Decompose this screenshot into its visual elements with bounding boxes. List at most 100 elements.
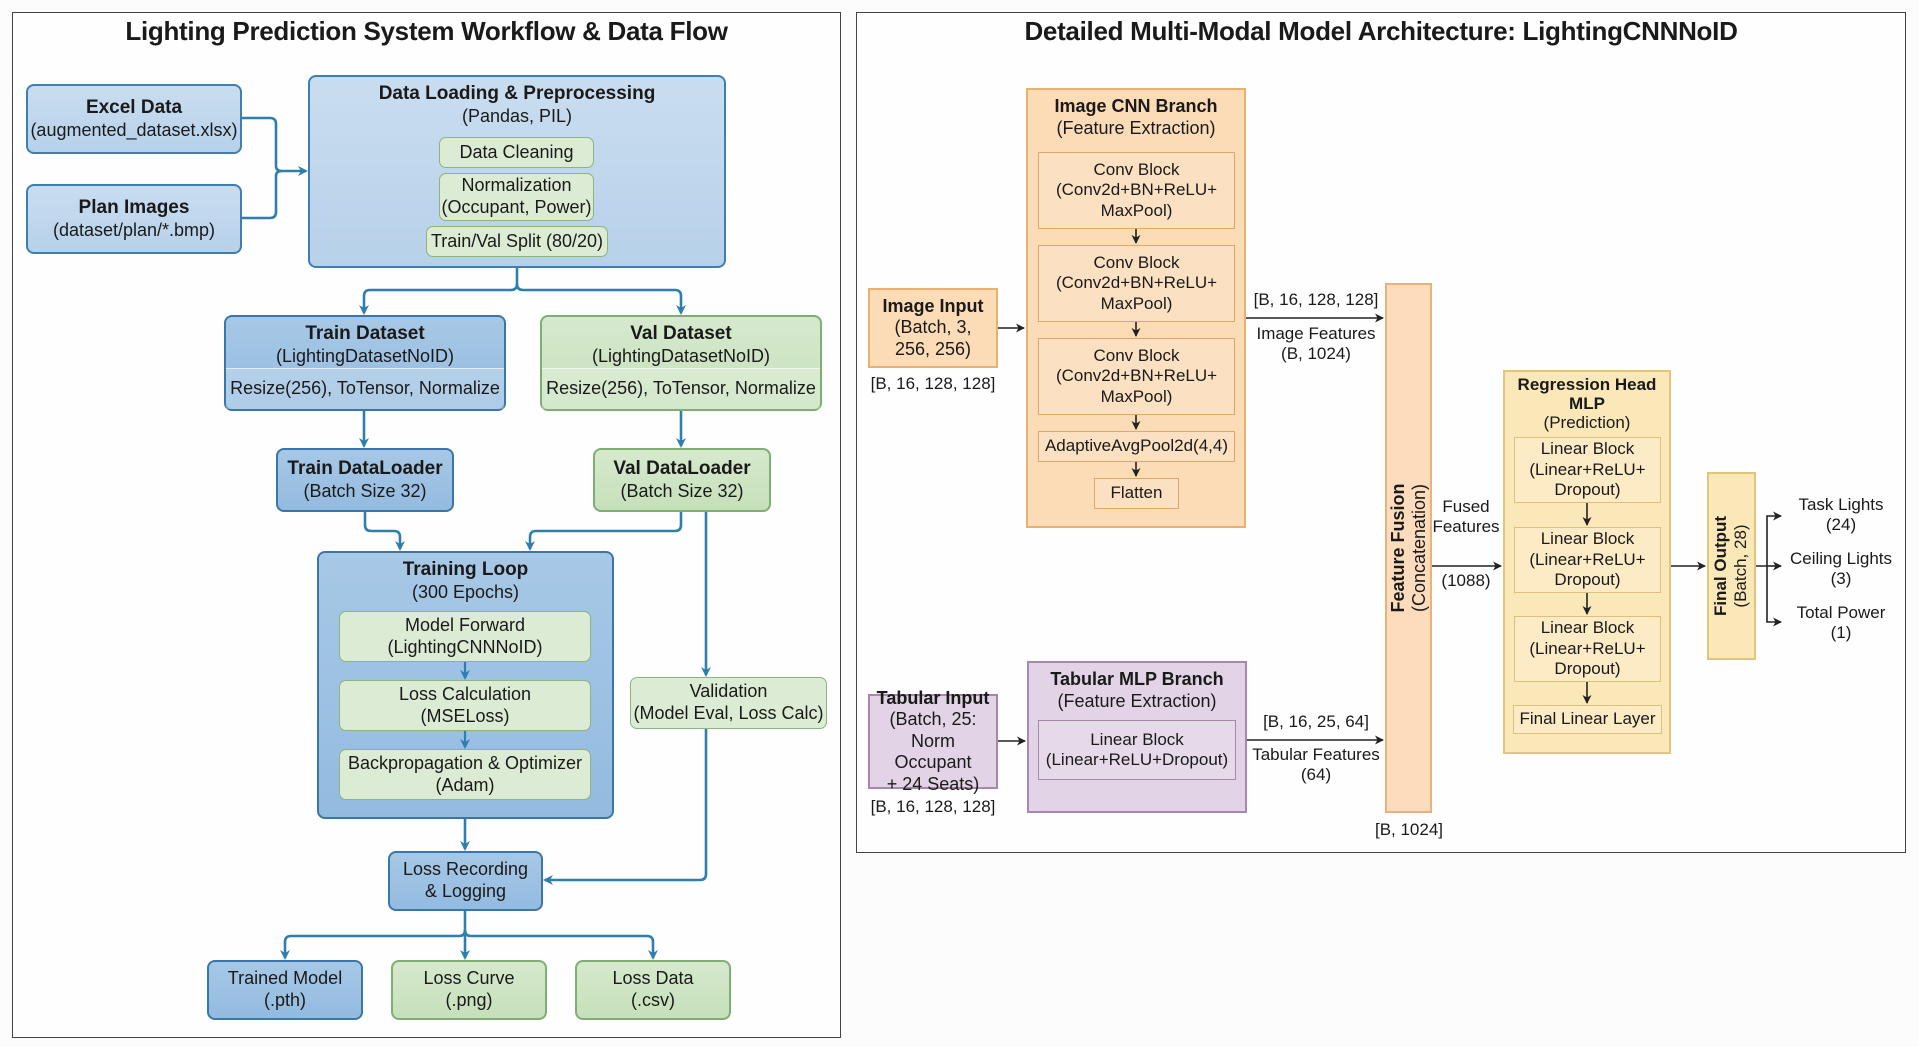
loss-data-ext: (.csv) xyxy=(631,990,675,1010)
tabular-mlp-title: Tabular MLP Branch xyxy=(1050,669,1224,689)
conv-block-3-l3: MaxPool) xyxy=(1100,386,1173,406)
regression-head-sub: (Prediction) xyxy=(1543,413,1631,433)
preprocessing-sub: (Pandas, PIL) xyxy=(461,105,573,126)
tabular-input-l2: Norm Occupant xyxy=(894,730,972,773)
validation-node[interactable]: Validation (Model Eval, Loss Calc) xyxy=(630,677,827,729)
flatten-node[interactable]: Flatten xyxy=(1094,478,1179,509)
task-lights-count: (24) xyxy=(1825,515,1857,535)
feature-fusion-label: Feature Fusion (Concatenation) xyxy=(1388,398,1429,698)
plan-images-title: Plan Images xyxy=(78,196,190,218)
step-backprop-optimizer[interactable]: Backpropagation & Optimizer (Adam) xyxy=(339,749,591,800)
tabular-features-l2: (64) xyxy=(1300,765,1332,785)
training-loop-sub: (300 Epochs) xyxy=(411,581,520,602)
conv-block-1-l2: (Conv2d+BN+ReLU+ xyxy=(1055,180,1218,200)
regression-head-title1: Regression Head xyxy=(1517,375,1657,394)
ceiling-lights-label: Ceiling Lights xyxy=(1789,549,1893,568)
fusion-shape: [B, 1024] xyxy=(1374,820,1444,839)
final-output-node[interactable] xyxy=(1707,472,1756,660)
val-dataset-sub: (LightingDatasetNoID) xyxy=(591,345,771,366)
validation-sub: (Model Eval, Loss Calc) xyxy=(633,703,824,723)
plan-images-node[interactable]: Plan Images (dataset/plan/*.bmp) xyxy=(26,184,242,254)
tabular-mlp-sub: (Feature Extraction) xyxy=(1057,690,1217,711)
tabular-linear-block-l1: Linear Block xyxy=(1090,729,1184,749)
adaptive-avgpool-node[interactable]: AdaptiveAvgPool2d(4,4) xyxy=(1038,431,1235,462)
cnn-branch-sub: (Feature Extraction) xyxy=(1056,117,1216,138)
step-loss-calculation[interactable]: Loss Calculation (MSELoss) xyxy=(339,680,591,731)
final-output-sub: (Batch, 28) xyxy=(1730,524,1750,608)
step-model-forward[interactable]: Model Forward (LightingCNNNoID) xyxy=(339,611,591,662)
val-dataset-transforms: Resize(256), ToTensor, Normalize xyxy=(542,368,820,409)
head-linear-block-1-l2: (Linear+ReLU+ xyxy=(1529,459,1646,479)
fused-features-label: Fused Features xyxy=(1430,497,1502,538)
conv-block-2[interactable]: Conv Block (Conv2d+BN+ReLU+ MaxPool) xyxy=(1038,245,1235,322)
image-features-label: Image Features (B, 1024) xyxy=(1246,324,1386,365)
backprop-sub: (Adam) xyxy=(435,774,495,795)
image-input-shape: [B, 16, 128, 128] xyxy=(870,374,996,393)
image-input-title: Image Input xyxy=(882,295,984,316)
regression-head-title2: MLP xyxy=(1569,393,1605,413)
head-linear-block-1[interactable]: Linear Block (Linear+ReLU+ Dropout) xyxy=(1514,437,1661,503)
image-input-node[interactable]: Image Input (Batch, 3, 256, 256) xyxy=(868,288,998,368)
trained-model-ext: (.pth) xyxy=(263,990,306,1010)
head-linear-block-2[interactable]: Linear Block (Linear+ReLU+ Dropout) xyxy=(1514,527,1661,593)
model-forward-sub: (LightingCNNNoID) xyxy=(387,636,543,657)
loss-data-label: Loss Data xyxy=(612,968,694,989)
step-data-cleaning[interactable]: Data Cleaning xyxy=(439,137,594,168)
output-ceiling-lights: Ceiling Lights (3) xyxy=(1776,549,1906,590)
conv-block-1[interactable]: Conv Block (Conv2d+BN+ReLU+ MaxPool) xyxy=(1038,152,1235,229)
conv-block-2-l2: (Conv2d+BN+ReLU+ xyxy=(1055,273,1218,293)
task-lights-label: Task Lights xyxy=(1798,495,1884,514)
final-output-title: Final Output xyxy=(1711,515,1730,617)
head-linear-block-1-l1: Linear Block xyxy=(1540,439,1635,459)
conv-block-1-l1: Conv Block xyxy=(1093,159,1180,179)
loss-calculation-sub: (MSELoss) xyxy=(420,705,510,726)
train-dataloader-node[interactable]: Train DataLoader (Batch Size 32) xyxy=(276,448,454,512)
total-power-label: Total Power xyxy=(1796,603,1886,622)
head-linear-block-2-l1: Linear Block xyxy=(1540,529,1635,549)
train-dataloader-sub: (Batch Size 32) xyxy=(303,480,427,501)
train-dataset-sub: (LightingDatasetNoID) xyxy=(275,345,455,366)
conv-block-3[interactable]: Conv Block (Conv2d+BN+ReLU+ MaxPool) xyxy=(1038,338,1235,415)
tabular-input-node[interactable]: Tabular Input (Batch, 25: Norm Occupant … xyxy=(868,688,998,794)
final-linear-layer[interactable]: Final Linear Layer xyxy=(1513,705,1662,734)
val-dataset-title: Val Dataset xyxy=(630,323,732,344)
feature-fusion-title: Feature Fusion xyxy=(1388,483,1408,613)
head-linear-block-1-l3: Dropout) xyxy=(1554,480,1621,500)
conv-block-3-l1: Conv Block xyxy=(1093,345,1180,365)
tabular-features-label: Tabular Features (64) xyxy=(1246,745,1386,786)
train-dataloader-title: Train DataLoader xyxy=(287,457,443,479)
step-normalization[interactable]: Normalization (Occupant, Power) xyxy=(439,173,594,221)
head-linear-block-3-l2: (Linear+ReLU+ xyxy=(1529,638,1646,658)
cnn-branch-title: Image CNN Branch xyxy=(1054,96,1218,116)
tabular-linear-block[interactable]: Linear Block (Linear+ReLU+Dropout) xyxy=(1038,720,1236,780)
tabular-input-shape: [B, 16, 128, 128] xyxy=(870,797,996,816)
loss-recording-sub: & Logging xyxy=(424,881,507,901)
output-loss-data[interactable]: Loss Data (.csv) xyxy=(575,960,731,1020)
tabular-features-shape: [B, 16, 25, 64] xyxy=(1263,712,1369,731)
output-trained-model[interactable]: Trained Model (.pth) xyxy=(207,960,363,1020)
head-linear-block-3[interactable]: Linear Block (Linear+ReLU+ Dropout) xyxy=(1514,616,1661,682)
val-dataset-node[interactable]: Val Dataset (LightingDatasetNoID) Resize… xyxy=(540,315,822,411)
output-loss-curve[interactable]: Loss Curve (.png) xyxy=(391,960,547,1020)
val-dataloader-title: Val DataLoader xyxy=(613,457,751,479)
preprocessing-title: Data Loading & Preprocessing xyxy=(378,83,656,104)
final-output-label: Final Output (Batch, 28) xyxy=(1711,476,1751,656)
fused-features-l1: Fused xyxy=(1442,497,1490,516)
loss-recording-node[interactable]: Loss Recording & Logging xyxy=(388,851,543,911)
excel-data-node[interactable]: Excel Data (augmented_dataset.xlsx) xyxy=(26,84,242,154)
head-linear-block-2-l2: (Linear+ReLU+ xyxy=(1529,549,1646,569)
val-dataloader-node[interactable]: Val DataLoader (Batch Size 32) xyxy=(593,448,771,512)
plan-images-sub: (dataset/plan/*.bmp) xyxy=(52,219,216,240)
workflow-title: Lighting Prediction System Workflow & Da… xyxy=(125,16,728,46)
head-linear-block-3-l3: Dropout) xyxy=(1554,659,1621,679)
backprop-label: Backpropagation & Optimizer xyxy=(347,752,583,773)
tabular-input-title: Tabular Input xyxy=(876,687,990,708)
total-power-count: (1) xyxy=(1830,623,1852,643)
excel-data-sub: (augmented_dataset.xlsx) xyxy=(30,119,238,140)
train-dataset-transforms: Resize(256), ToTensor, Normalize xyxy=(226,368,504,409)
step-train-val-split[interactable]: Train/Val Split (80/20) xyxy=(426,226,608,257)
train-dataset-node[interactable]: Train Dataset (LightingDatasetNoID) Resi… xyxy=(224,315,506,411)
tabular-input-l3: + 24 Seats) xyxy=(886,773,980,794)
head-linear-block-2-l3: Dropout) xyxy=(1554,570,1621,590)
feature-fusion-node[interactable] xyxy=(1385,283,1432,813)
